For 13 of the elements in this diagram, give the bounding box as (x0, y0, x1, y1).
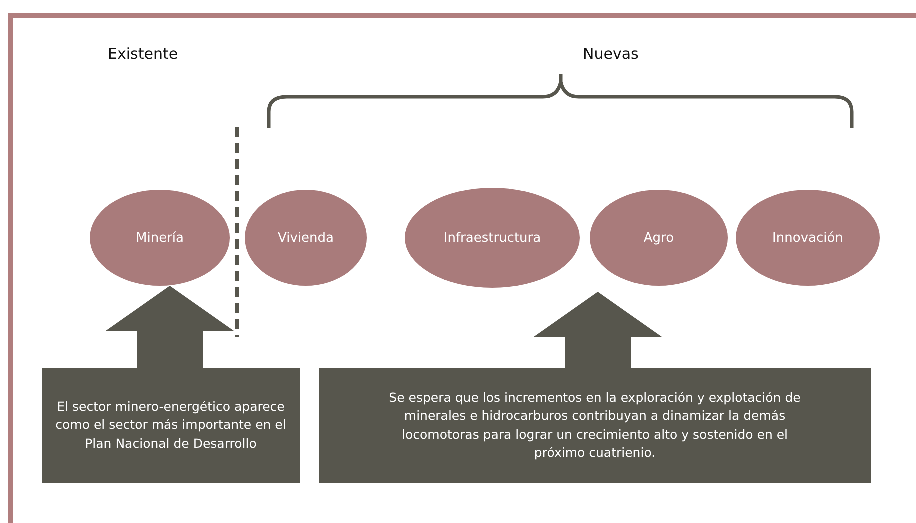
callout-text: El sector minero-energético aparece como el sector más importante en el Plan Nacional de Desarrollo (54, 398, 288, 453)
heading-label: Existente (108, 45, 178, 63)
callout-box (319, 368, 871, 483)
callout-box (42, 368, 300, 483)
node-label: Minería (136, 230, 184, 246)
block-arrow (106, 286, 234, 368)
node-label: Innovación (772, 230, 844, 246)
block-arrow (534, 292, 662, 368)
callout-text: Se espera que los incrementos en la exploración y explotación de minerales e hidrocarburos contribuyan a dinamizar la demás locomotoras para lograr un crecimiento alto y sostenido en el próximo cuatrienio. (389, 389, 801, 462)
node-label: Infraestructura (444, 230, 542, 246)
heading-label: Nuevas (583, 45, 639, 63)
node-label: Vivienda (278, 230, 334, 246)
node-label: Agro (644, 230, 674, 246)
